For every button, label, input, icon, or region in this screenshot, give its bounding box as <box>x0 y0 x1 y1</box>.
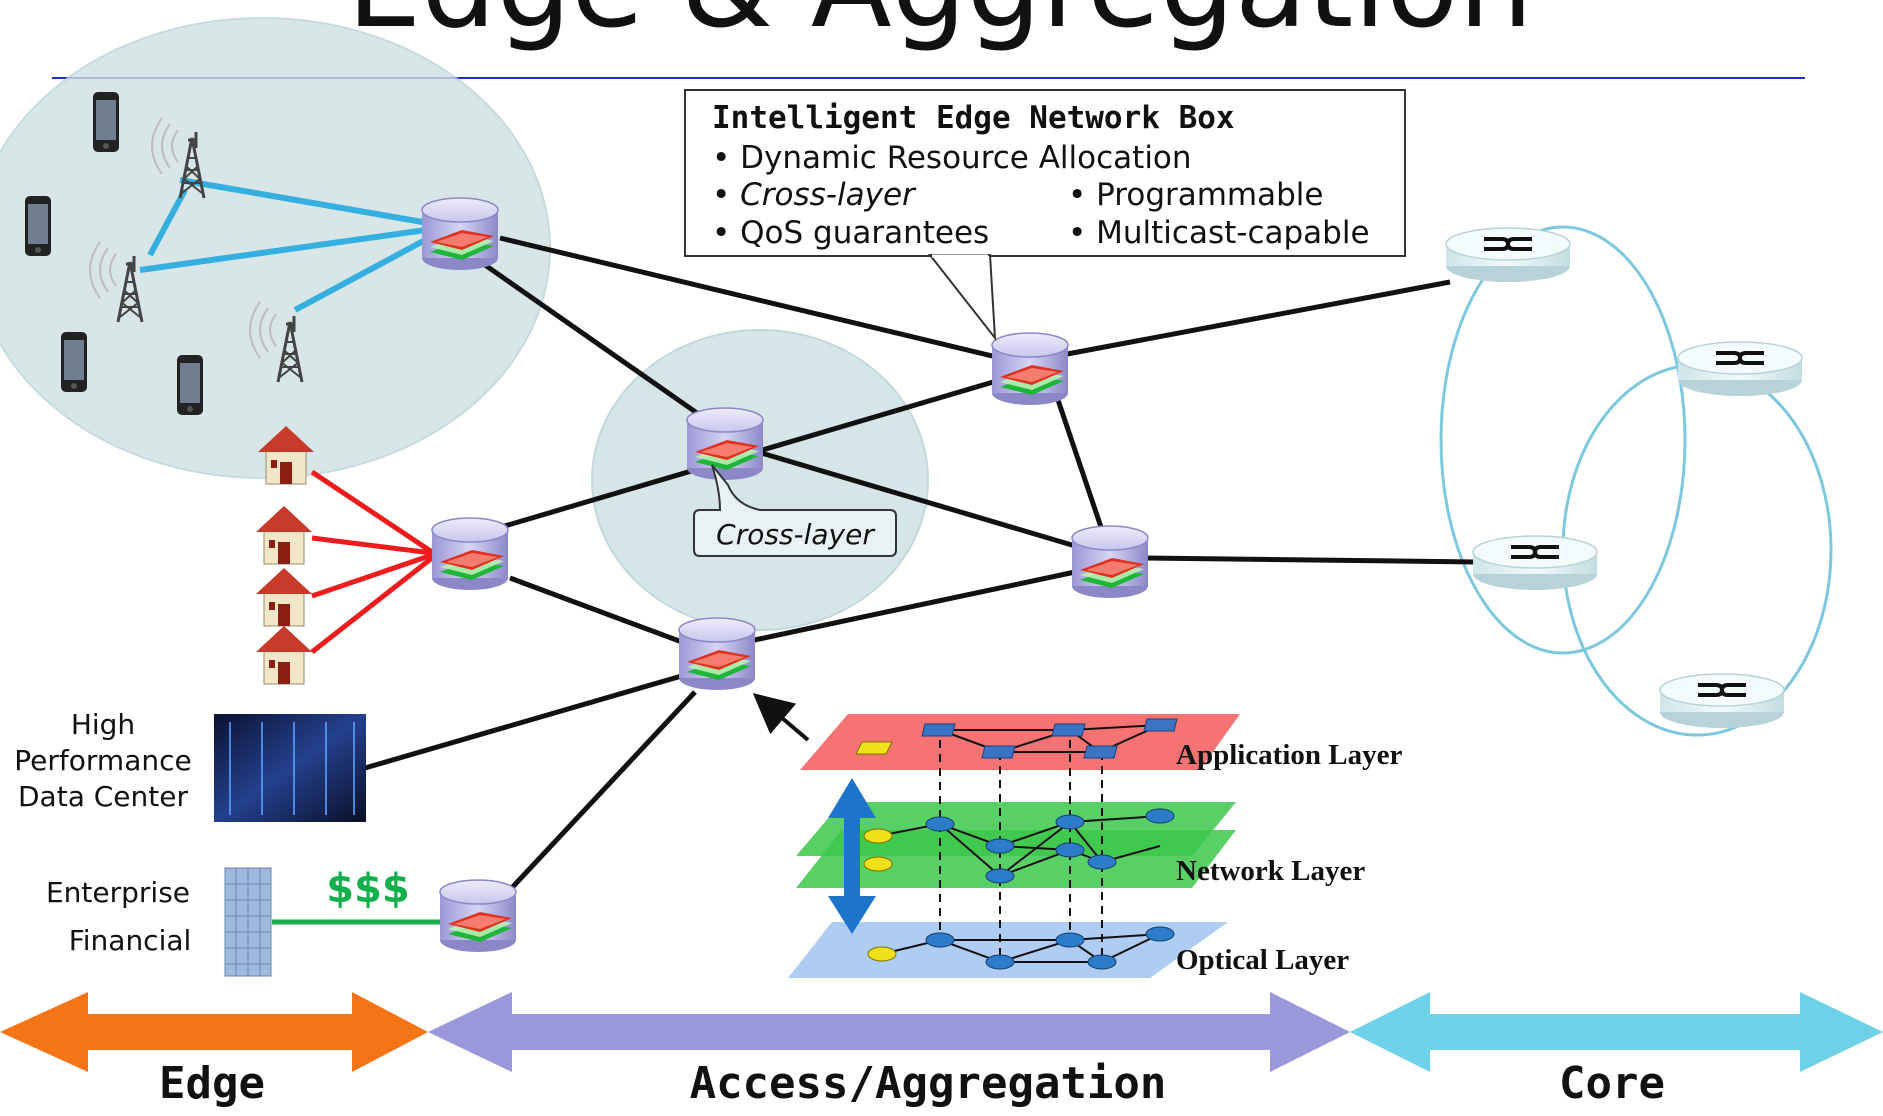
edge-box-icon[interactable] <box>439 879 517 953</box>
application-layer-label: Application Layer <box>1176 739 1402 771</box>
core-zone-label: Core <box>1559 1058 1665 1109</box>
cross-layer-label: Cross-layer <box>716 518 875 551</box>
home-icon <box>255 505 313 565</box>
application-layer-plane <box>800 714 1240 770</box>
network-layer-label: Network Layer <box>1176 855 1365 887</box>
edge-box-icon[interactable] <box>431 517 509 591</box>
callout-title: Intelligent Edge Network Box <box>712 100 1235 136</box>
pointer-arrow <box>752 693 810 742</box>
smartphone-icon <box>177 355 203 415</box>
datacenter-label: Performance <box>14 744 191 777</box>
edge-zone-arrow <box>0 992 428 1072</box>
datacenter-image <box>214 714 366 822</box>
cross-layer-callout: Cross-layer <box>693 464 897 557</box>
enterprise-label: Financial <box>69 924 192 957</box>
datacenter-label: High <box>71 708 135 741</box>
callout-item: • Programmable <box>1068 177 1324 213</box>
money-label: $$$ <box>326 866 410 912</box>
core-router-icon[interactable] <box>1658 672 1786 730</box>
network-layer-plane <box>796 830 1236 888</box>
enterprise-label: Enterprise <box>46 876 190 909</box>
core-zone-arrow <box>1350 992 1883 1072</box>
layer-switch-arrow <box>828 778 876 934</box>
edge-box-icon[interactable] <box>686 407 764 481</box>
home-icon <box>255 625 313 685</box>
optical-layer-label: Optical Layer <box>1176 944 1349 976</box>
core-router-icon[interactable] <box>1676 340 1804 398</box>
network-links <box>364 235 1478 895</box>
access-zone-arrow <box>428 992 1350 1072</box>
core-rings <box>1439 225 1833 737</box>
smartphone-icon <box>93 92 119 152</box>
edge-box-icon[interactable] <box>678 617 756 691</box>
smartphone-icon <box>25 196 51 256</box>
edge-zone-label: Edge <box>159 1058 265 1109</box>
core-router-icon[interactable] <box>1471 534 1599 592</box>
datacenter-label: Data Center <box>18 780 188 813</box>
callout-item: • Cross-layer <box>712 177 917 213</box>
edge-box-icon[interactable] <box>991 332 1069 406</box>
home-icon <box>255 567 313 627</box>
edge-box-icon[interactable] <box>421 197 499 271</box>
wireless-links <box>139 177 442 313</box>
smartphone-icon <box>61 332 87 392</box>
office-building-icon <box>224 867 272 977</box>
edge-box-icon[interactable] <box>1071 525 1149 599</box>
home-links <box>310 469 434 654</box>
access-zone-label: Access/Aggregation <box>690 1058 1167 1109</box>
callout-box: Intelligent Edge Network Box • Dynamic R… <box>684 89 1406 342</box>
layer-stack <box>788 714 1240 978</box>
callout-item: • Multicast-capable <box>1068 215 1370 251</box>
core-router-icon[interactable] <box>1444 226 1572 284</box>
callout-item: • QoS guarantees <box>712 215 989 251</box>
slide-title: Edge & Aggregation <box>347 0 1533 54</box>
callout-item: • Dynamic Resource Allocation <box>712 140 1192 176</box>
